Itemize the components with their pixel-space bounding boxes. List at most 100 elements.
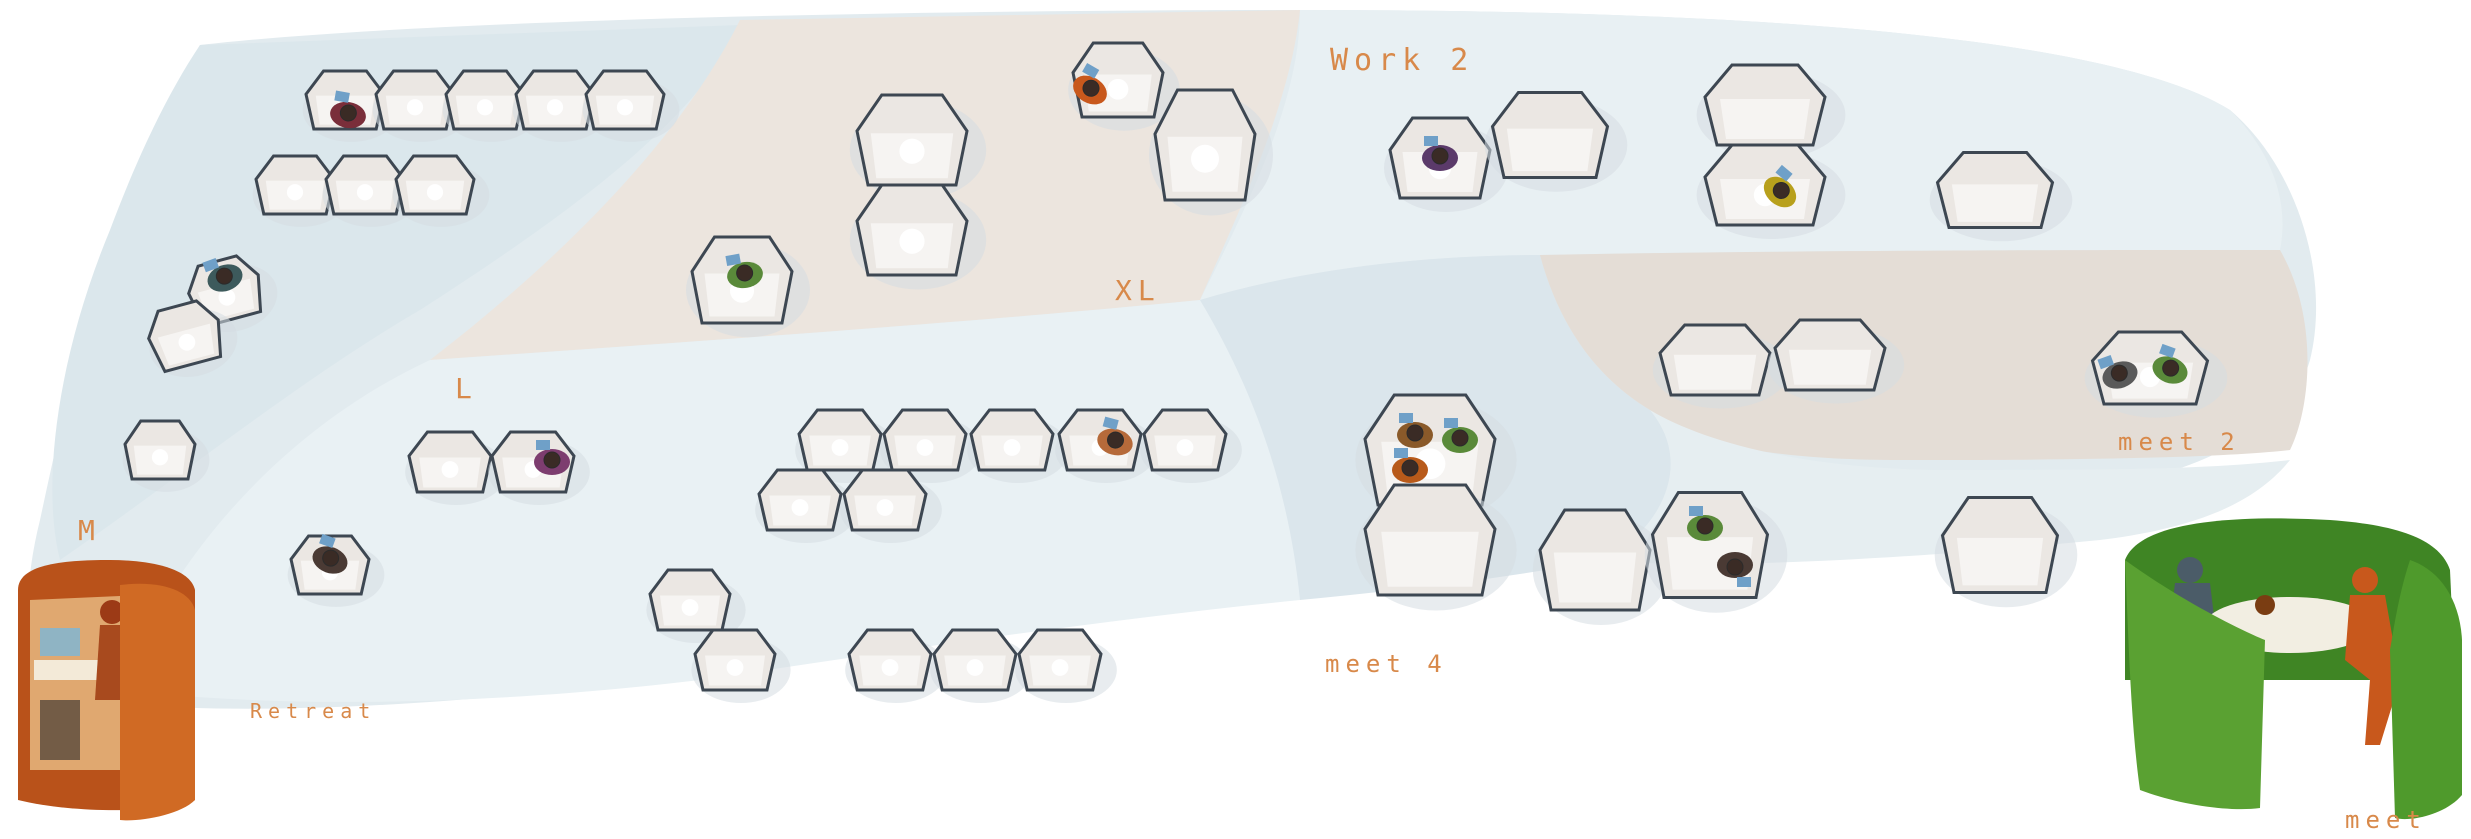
pod — [1532, 508, 1670, 625]
person-top-view — [2097, 355, 2138, 389]
person-head — [1696, 517, 1714, 535]
pod — [512, 69, 610, 142]
pod-seat — [791, 499, 809, 516]
person-laptop — [1082, 62, 1100, 79]
person-head — [1726, 558, 1744, 576]
person-laptop — [319, 533, 336, 549]
pod-seat — [476, 99, 494, 116]
pod-layer — [122, 41, 2228, 703]
pod — [646, 568, 746, 643]
pod-seat — [681, 599, 699, 616]
person-head — [215, 267, 233, 285]
pod-seat — [218, 288, 236, 306]
pod-seat — [1051, 659, 1069, 676]
pod-interior — [1788, 349, 1872, 385]
person-top-view — [1392, 448, 1428, 483]
person-top-view — [202, 258, 243, 292]
pod — [1929, 151, 2073, 242]
person-top-view — [1687, 506, 1723, 541]
retreat-person-head — [100, 600, 124, 624]
pod — [1355, 483, 1517, 611]
person-laptop — [536, 440, 550, 450]
meet-booth-front-left — [2125, 560, 2265, 810]
person-top-view — [1717, 552, 1753, 587]
meet-booth-front-right — [2390, 560, 2462, 820]
pod-interior — [1951, 184, 2039, 222]
person-top-view — [1397, 413, 1433, 448]
person-top-view — [312, 533, 348, 574]
pod-interior — [1720, 99, 1810, 139]
person-top-view — [1422, 136, 1458, 171]
pod-seat — [1176, 439, 1194, 456]
pod — [880, 408, 982, 483]
pod-interior — [1381, 531, 1479, 587]
pod-seat — [178, 333, 196, 351]
person-head — [2162, 359, 2180, 377]
pod — [147, 299, 238, 378]
pod-seat — [1003, 439, 1021, 456]
person-laptop — [1394, 448, 1408, 458]
pod-seat — [616, 99, 634, 116]
person-head — [1451, 429, 1469, 447]
zone-m — [52, 25, 740, 560]
person-head — [1107, 431, 1125, 449]
pod — [930, 628, 1032, 703]
person-laptop — [1689, 506, 1703, 516]
pod-seat — [1107, 78, 1129, 100]
pod — [686, 235, 810, 338]
retreat-chair — [40, 700, 80, 760]
zone-label-m: M — [78, 514, 101, 547]
pod-interior — [1956, 537, 2044, 586]
meet-person-orange-body — [2345, 595, 2400, 745]
person-top-view — [725, 253, 763, 289]
zone-label-l: L — [455, 372, 478, 405]
pod-seat — [881, 659, 899, 676]
person-laptop — [1444, 418, 1458, 428]
pod-seat — [286, 184, 304, 201]
meet-booth — [2125, 518, 2462, 820]
pod — [691, 628, 791, 703]
pod — [1484, 91, 1628, 192]
person-head — [1082, 79, 1100, 97]
pod — [1934, 496, 2078, 608]
pod — [405, 430, 507, 505]
person-laptop — [1399, 413, 1413, 423]
person-head — [1401, 459, 1419, 477]
pod — [840, 468, 942, 543]
person-head — [322, 549, 340, 567]
pod-interior — [1553, 552, 1637, 603]
pod-seat — [966, 659, 984, 676]
pod-seat — [406, 99, 424, 116]
person-laptop — [202, 258, 220, 273]
person-top-view — [1763, 164, 1797, 208]
person-top-view — [1097, 416, 1133, 456]
pod-seat — [916, 439, 934, 456]
pod-seat — [831, 439, 849, 456]
pod — [849, 93, 987, 200]
person-head — [543, 451, 561, 469]
person-head — [2110, 364, 2128, 382]
meet-person-brown-head — [2255, 595, 2275, 615]
person-laptop — [1775, 164, 1793, 182]
pod — [122, 419, 210, 492]
person-head — [339, 104, 357, 122]
meet-person-grey-head — [2177, 557, 2203, 583]
zone-label-meet4: meet 4 — [1325, 650, 1448, 678]
person-head — [1406, 424, 1424, 442]
pod-seat — [899, 228, 925, 254]
pod-seat — [726, 659, 744, 676]
person-laptop — [725, 253, 741, 266]
pod-seat — [441, 461, 459, 478]
meet-person-orange-head — [2352, 567, 2378, 593]
pod — [392, 154, 490, 227]
pod — [845, 628, 947, 703]
person-head — [1772, 181, 1790, 199]
zone-label-meet2: meet 2 — [2118, 428, 2241, 456]
pod — [755, 468, 857, 543]
person-laptop — [334, 90, 350, 103]
person-laptop — [1424, 136, 1438, 146]
person-top-view — [1073, 62, 1107, 105]
pod-interior — [1673, 354, 1757, 390]
person-head — [736, 264, 754, 282]
